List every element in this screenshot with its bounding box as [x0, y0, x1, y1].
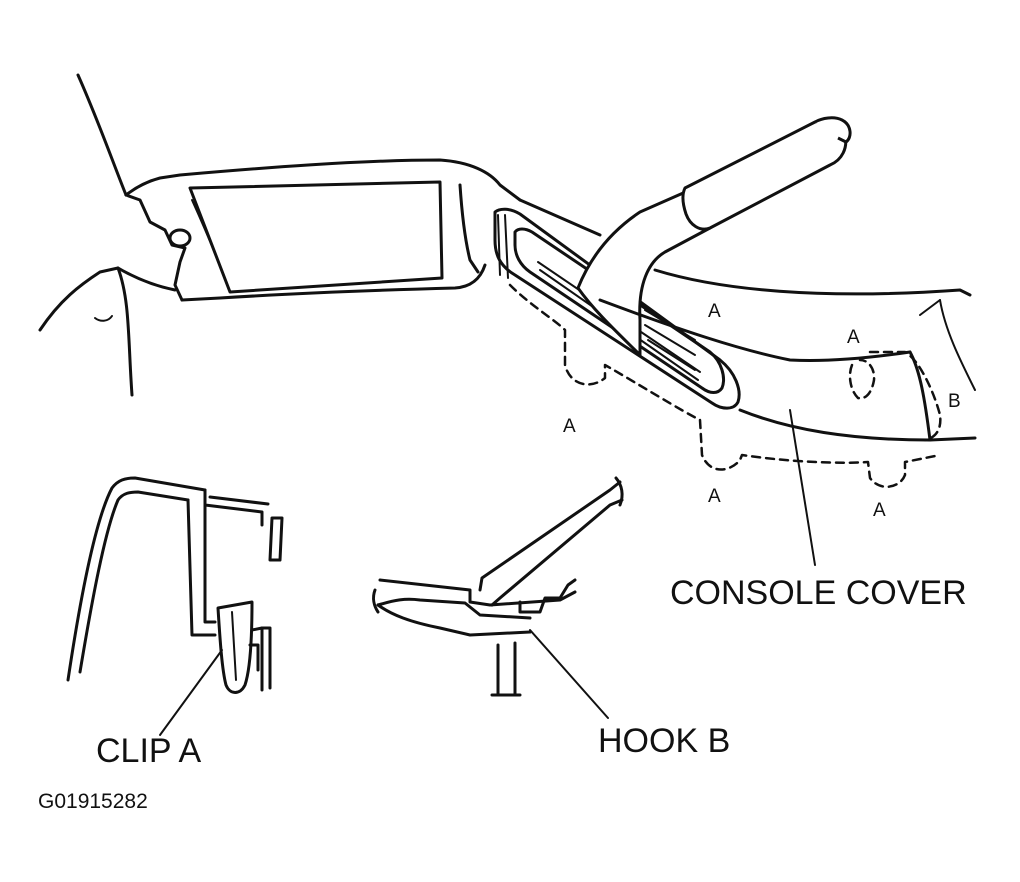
clip-panel-drop — [186, 498, 217, 637]
clip-body-line — [231, 611, 237, 681]
handbrake-slot-outer — [493, 207, 741, 410]
left-trim — [38, 266, 134, 397]
left-trim-detail — [94, 315, 113, 322]
console-cover-side-line — [939, 299, 976, 391]
hook-panel-top — [376, 597, 532, 620]
rear-box-bottom — [180, 263, 487, 302]
slot-left-line — [497, 214, 501, 276]
handbrake-lever-body — [576, 188, 712, 357]
clip-panel-top-rail — [208, 495, 270, 506]
mid-side-edge — [458, 183, 480, 274]
label-hook-b: HOOK B — [598, 722, 730, 760]
slot-left-line-2 — [504, 214, 509, 279]
clip-a-leader — [159, 649, 223, 736]
clip-panel-outer — [66, 476, 207, 682]
label-a-top: A — [708, 301, 721, 322]
louver-1 — [644, 309, 696, 341]
mid-top-edge — [518, 198, 602, 237]
hook-top-rail — [378, 578, 577, 607]
console-hidden-lower-edge — [508, 283, 942, 488]
console-cover-front-edge — [908, 350, 932, 442]
clip-bracket-2 — [260, 626, 272, 690]
clip-panel-tab — [203, 488, 264, 527]
rear-box-left-edge — [124, 193, 187, 302]
hook-arm-inner — [490, 498, 624, 607]
clip-bracket-3 — [248, 643, 260, 672]
left-panel-joint — [116, 266, 177, 292]
label-figure-id: G01915282 — [38, 790, 148, 813]
console-cover-crease — [598, 298, 912, 363]
clip-panel-inner — [78, 490, 190, 674]
console-assembly — [38, 73, 977, 566]
louver-2 — [644, 324, 696, 356]
label-a-lower: A — [873, 500, 886, 521]
hook-arm-outer — [478, 480, 622, 592]
hook-b-detail — [372, 476, 624, 719]
hook-panel-break — [372, 588, 380, 614]
rear-box-top — [124, 158, 522, 202]
label-clip-a: CLIP A — [96, 732, 202, 770]
label-a-rear: A — [563, 416, 576, 437]
rear-opening-inner — [191, 199, 231, 293]
clip-receiver-slot — [268, 516, 284, 562]
hook-catch — [518, 578, 577, 614]
clip-panel-drop-inner — [203, 503, 217, 624]
handbrake-slot-inner — [513, 227, 725, 394]
hook-panel-bottom — [376, 603, 532, 637]
hook-b-leader — [529, 629, 609, 719]
label-console-cover: CONSOLE COVER — [670, 574, 967, 612]
rear-knob — [168, 228, 192, 248]
handbrake-end-cap — [814, 116, 852, 144]
dash-edge-line — [76, 73, 128, 197]
hook-arm-break — [614, 476, 624, 507]
console-cover-top-edge — [653, 268, 972, 297]
label-a-front: A — [847, 327, 860, 348]
console-cover-corner — [919, 299, 941, 316]
console-cover-bottom-edge — [738, 408, 977, 442]
rear-box-opening — [188, 180, 444, 294]
console-cover-leader — [789, 409, 816, 566]
handbrake-grip — [681, 119, 848, 231]
clip-a-detail — [66, 476, 284, 736]
hidden-hook-b — [868, 350, 942, 442]
hidden-clip-front — [848, 358, 876, 400]
label-a-mid: A — [708, 486, 721, 507]
louver-3 — [647, 339, 696, 371]
label-b: B — [948, 391, 961, 412]
